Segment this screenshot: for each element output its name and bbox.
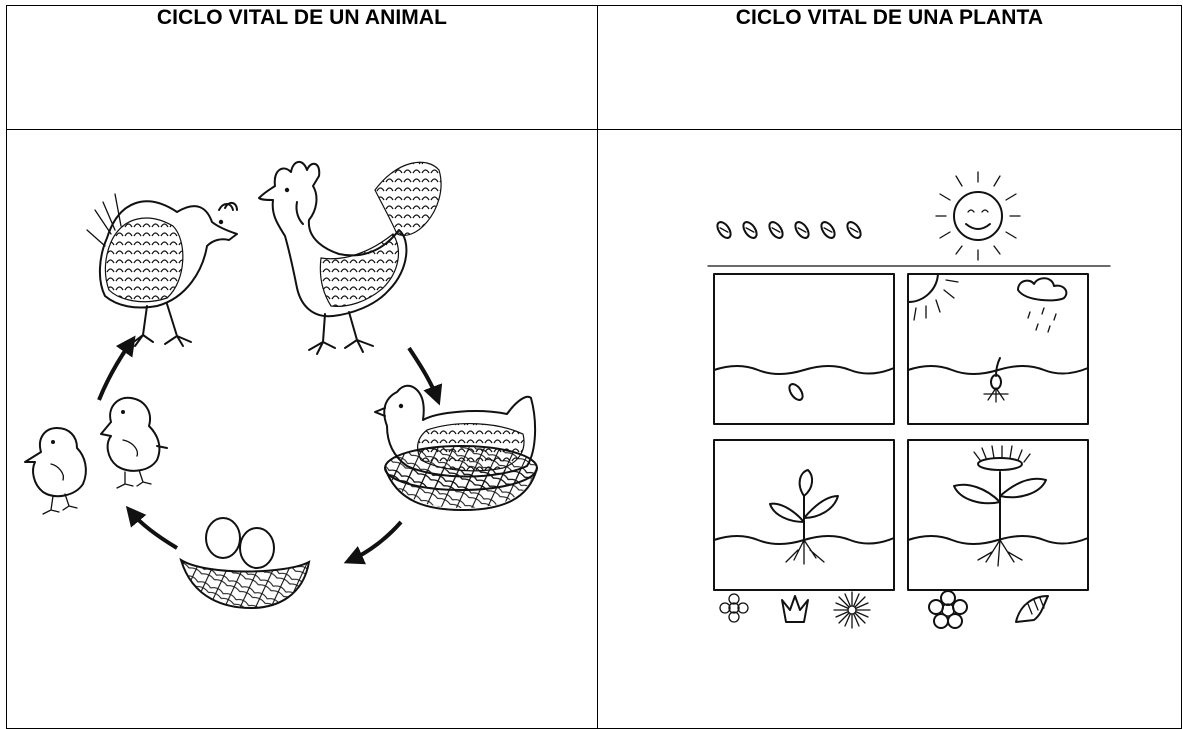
plant-cycle-title: CICLO VITAL DE UNA PLANTA	[735, 6, 1044, 29]
sun-icon	[935, 171, 1021, 261]
plant-cycle-illustration	[707, 171, 1111, 629]
animal-cycle-title: CICLO VITAL DE UN ANIMAL	[156, 6, 448, 29]
header-cell-plant: CICLO VITAL DE UNA PLANTA	[597, 5, 1182, 130]
panel-sprouting-seed	[907, 272, 1089, 425]
panel-flowering-plant	[907, 438, 1089, 591]
rooster-icon	[258, 160, 442, 355]
flower-icon-row	[719, 589, 1049, 629]
header-cell-animal: CICLO VITAL DE UN ANIMAL	[6, 5, 598, 130]
life-cycle-table: CICLO VITAL DE UN ANIMAL CICLO VITAL DE …	[6, 5, 1182, 729]
seed-icon	[716, 220, 862, 239]
nesting-hen-icon	[374, 384, 538, 511]
panel-young-plant	[713, 438, 895, 591]
header-row: CICLO VITAL DE UN ANIMAL CICLO VITAL DE …	[6, 5, 1182, 130]
content-row	[6, 128, 1182, 729]
sprout-icon	[983, 356, 1009, 403]
animal-cycle-illustration	[24, 160, 538, 609]
hen-icon	[86, 193, 238, 347]
panel-seed-in-soil	[713, 272, 895, 425]
rain-cloud-icon	[1017, 276, 1068, 333]
eggs-nest-icon	[179, 516, 311, 609]
animal-cycle-cell	[6, 128, 598, 729]
plant-cycle-cell	[597, 128, 1182, 729]
chick-icon	[24, 396, 168, 515]
cycle-arrow-icon	[97, 335, 443, 564]
flower-icon	[973, 445, 1031, 471]
